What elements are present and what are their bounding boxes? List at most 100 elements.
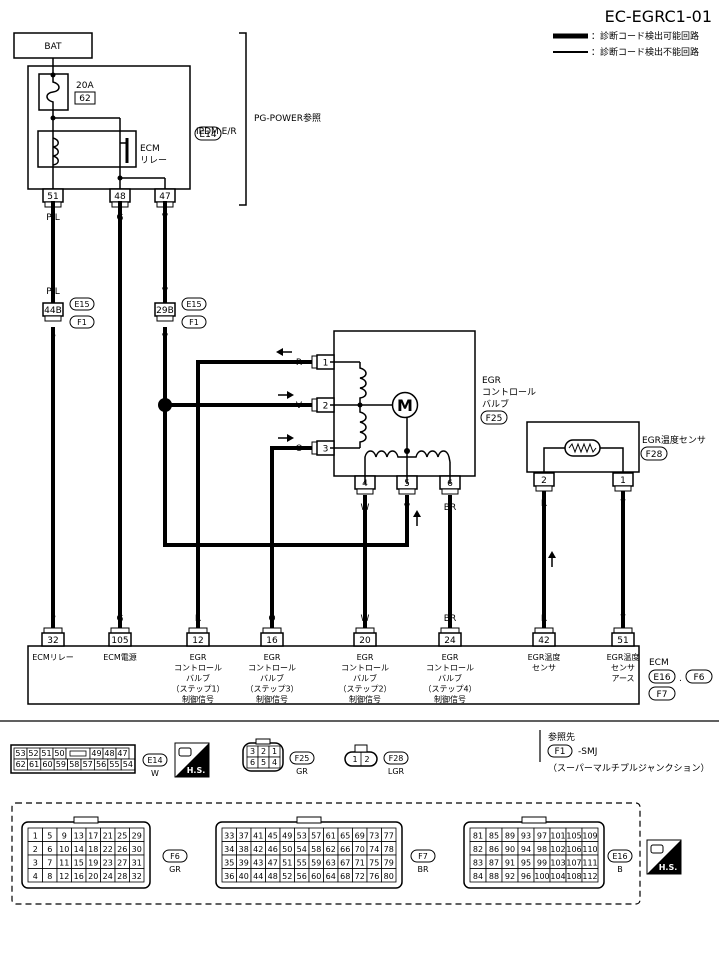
cavity-number: 78 [384, 845, 394, 854]
wire-label: R [296, 358, 302, 368]
ecm-pin-12-label: 12 [192, 636, 203, 646]
cavity-number: 60 [42, 760, 52, 769]
cavity-number: 89 [505, 832, 515, 841]
cavity-number: 44 [253, 872, 263, 881]
cavity-number: 77 [384, 832, 394, 841]
hs-icon-plug [650, 844, 664, 854]
cavity-number: 76 [369, 872, 379, 881]
sensor-pin-1: 1 [612, 472, 634, 492]
wire-label: W [361, 503, 370, 513]
connector-tag [383, 751, 409, 765]
cavity-number: 55 [297, 859, 307, 868]
cavity-number: 3 [33, 859, 38, 868]
cavity-number: 12 [59, 872, 69, 881]
cavity-number: 47 [268, 859, 278, 868]
egr-sensor-box [526, 421, 640, 473]
F6-lock [73, 816, 99, 824]
cavity-number: 18 [88, 845, 98, 854]
cavity-number: 28 [117, 872, 127, 881]
cavity-number: 90 [505, 845, 515, 854]
ecm-conn-f7: F7 [657, 690, 668, 700]
motor-icon: M [397, 396, 413, 415]
hs-icon-label: H.S. [659, 863, 678, 872]
ecm-connector-frame [11, 802, 641, 905]
wire-label: Y [619, 499, 626, 509]
jc-a-label: 44B [44, 306, 62, 316]
E16-lock [521, 816, 547, 824]
ecm-pin-label: センサ [532, 664, 556, 673]
cavity-number: 62 [326, 845, 336, 854]
ecm-pin-51-label: 51 [617, 636, 628, 646]
connector-name: F7 [418, 852, 428, 861]
wire-label: G [117, 213, 124, 223]
cavity-number: 94 [521, 845, 531, 854]
cavity-number: 51 [41, 749, 51, 758]
cavity-number: 98 [537, 845, 547, 854]
cavity-number: 92 [505, 872, 515, 881]
cavity-number: 65 [340, 832, 350, 841]
cavity-number: 107 [566, 859, 581, 868]
ecm-pin-32: 32 [41, 627, 65, 647]
wire-label: P [50, 333, 56, 343]
cavity-number: 14 [74, 845, 84, 854]
ecm-pin-label: コントロール [248, 664, 296, 673]
ecm-pin-label: コントロール [174, 664, 222, 673]
cavity-number: 102 [550, 845, 565, 854]
cavity [381, 868, 397, 883]
wire-label: G [117, 614, 124, 624]
cavity-number: 17 [88, 832, 98, 841]
ecm-pin-12: 12 [186, 627, 210, 647]
cavity-number: 108 [566, 872, 581, 881]
ecm-pin-label: EGR [442, 653, 459, 662]
cavity-number: 95 [521, 859, 531, 868]
ref-suffix: -SMJ [578, 747, 597, 757]
ecm-pin-label: バルブ [260, 673, 284, 683]
ref-conn: F1 [555, 747, 566, 757]
cavity-number: 69 [355, 832, 365, 841]
ecm-pin-105: 105 [108, 627, 132, 647]
cavity-number: 50 [54, 749, 64, 758]
cavity-number: 67 [340, 859, 350, 868]
cavity-number: 57 [83, 760, 93, 769]
cavity-number: 21 [103, 832, 113, 841]
cavity-number: 58 [311, 845, 321, 854]
cavity-number: 43 [253, 859, 263, 868]
cavity-number: 55 [109, 760, 119, 769]
cavity-number: 99 [537, 859, 547, 868]
cavity-number: 3 [250, 747, 255, 756]
ecm-pin-12-box [186, 632, 210, 647]
connector-tag [289, 751, 315, 765]
cavity-number: 70 [355, 845, 365, 854]
wire-label: BR [444, 503, 456, 513]
ecm-pin-label: （ステップ1） [171, 685, 224, 694]
wire-r [196, 360, 315, 634]
sensor-pin-2: 2 [533, 472, 555, 492]
cavity-number: 63 [326, 859, 336, 868]
bat-label: BAT [44, 42, 62, 52]
cavity [268, 756, 281, 769]
valve-coils-icon [330, 361, 451, 484]
hs-icon-plug [178, 747, 192, 757]
cavity-number: 85 [489, 832, 499, 841]
cavity-number: 8 [47, 872, 52, 881]
f25-lock [255, 738, 271, 745]
legend-thick: ：診断コード検出可能回路 [591, 30, 699, 42]
ecm-pin-label: ECMリレー [32, 653, 74, 662]
cavity-number: 66 [340, 845, 350, 854]
wire-label: O [268, 614, 275, 624]
ecm-pin-16: 16 [260, 627, 284, 647]
signal-arrows [276, 348, 556, 567]
ecm-pin-label: ECM電源 [103, 653, 137, 662]
connector-name: E14 [147, 756, 162, 765]
cavity-number: 42 [253, 845, 263, 854]
valve-label-3: バルブ [482, 398, 509, 410]
cavity-number: 104 [550, 872, 565, 881]
wire-label: P/L [46, 287, 59, 297]
